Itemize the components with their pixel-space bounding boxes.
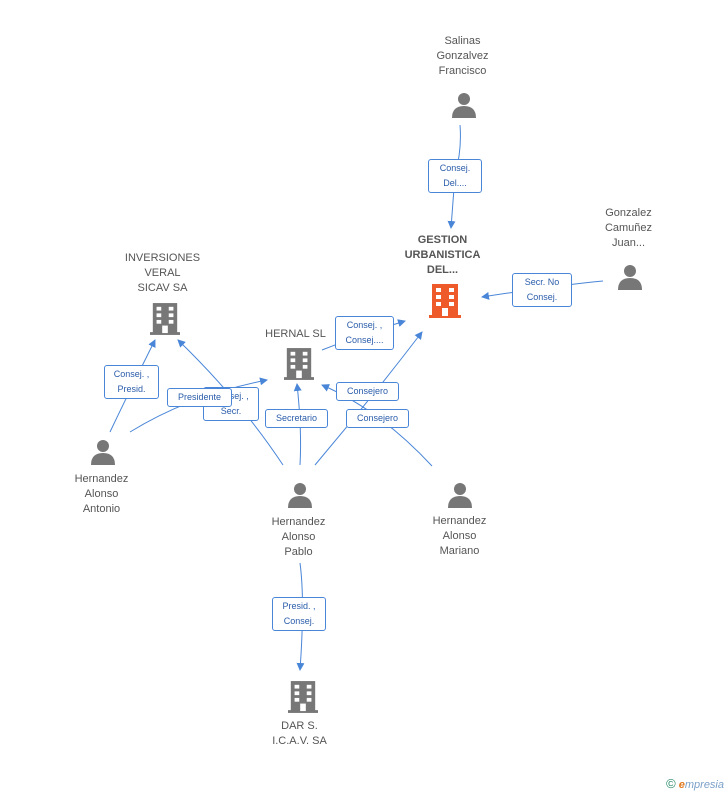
role-badge: Presid. , Consej. — [272, 597, 326, 631]
company-icon[interactable] — [150, 302, 180, 336]
person-label-salinas[interactable]: Salinas Gonzalvez Francisco — [436, 35, 489, 77]
company-icon[interactable] — [284, 347, 314, 381]
company-label-hernal[interactable]: HERNAL SL — [265, 328, 326, 340]
brand-watermark: © empresia — [666, 776, 724, 791]
person-icon[interactable] — [446, 480, 474, 508]
person-icon[interactable] — [616, 262, 644, 290]
role-badge: Consej. , Presid. — [104, 365, 159, 399]
company-label-dar[interactable]: DAR S. I.C.A.V. SA — [272, 720, 327, 747]
copyright-icon: © — [666, 776, 676, 791]
company-label-gestion[interactable]: GESTION URBANISTICA DEL... — [404, 234, 481, 276]
person-icon[interactable] — [89, 437, 117, 465]
role-badge: Secretario — [265, 409, 328, 428]
brand-logo-text: mpresia — [684, 779, 724, 791]
role-badge: Consejero — [346, 409, 409, 428]
person-label-antonio[interactable]: Hernandez Alonso Antonio — [74, 473, 129, 515]
role-badge: Consej. Del.... — [428, 159, 482, 193]
person-icon[interactable] — [286, 480, 314, 508]
company-label-inversiones[interactable]: INVERSIONES VERAL SICAV SA — [124, 252, 201, 294]
person-label-pablo[interactable]: Hernandez Alonso Pablo — [271, 516, 326, 558]
role-badge: Presidente — [167, 388, 232, 407]
person-label-mariano[interactable]: Hernandez Alonso Mariano — [432, 515, 487, 557]
company-icon[interactable] — [288, 680, 318, 714]
brand-logo-e: e — [678, 779, 685, 791]
role-badge: Consejero — [336, 382, 399, 401]
person-label-gonzalez[interactable]: Gonzalez Camuñez Juan... — [604, 207, 653, 249]
role-badge: Secr. No Consej. — [512, 273, 572, 307]
person-icon[interactable] — [450, 90, 478, 118]
company-icon[interactable] — [429, 284, 461, 318]
role-badge: Consej. , Consej.... — [335, 316, 394, 350]
